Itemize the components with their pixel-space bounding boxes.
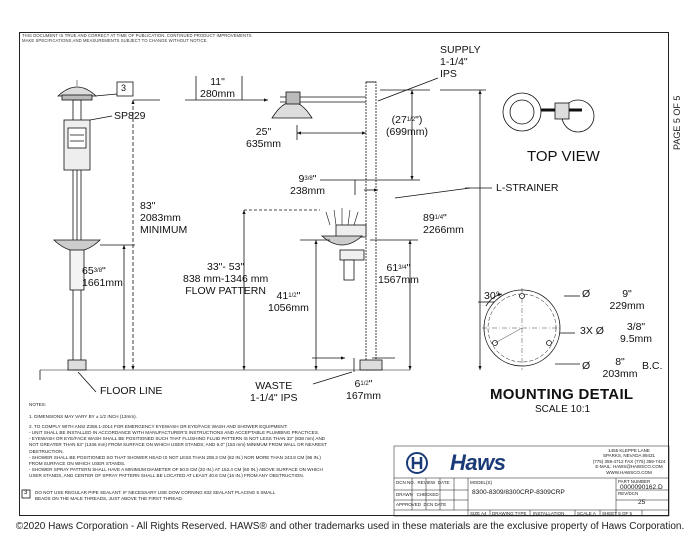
company-address: 1455 KLEPPE LANE SPARKS, NEVADA 89431 (7… <box>592 448 666 475</box>
drawing-type-label: DRAWING TYPE <box>492 511 527 516</box>
mounting-row-2: 3X Ø 3/8"9.5mm <box>580 321 653 345</box>
size-cell: SIZE A4 <box>470 511 487 516</box>
note3-text: DO NOT USE REGULAR PIPE SEALANT. IF NECE… <box>35 490 276 502</box>
haws-logo <box>404 452 434 479</box>
top-view-drawing <box>502 92 595 133</box>
mounting-row-3: Ø 8"203mm B.C. <box>582 356 663 380</box>
supply-label: SUPPLY 1-1/4" IPS <box>440 44 481 80</box>
mounting-angle: 30° <box>484 290 500 302</box>
models-value: 8300-8309/8300CRP-8309CRP <box>472 489 565 496</box>
rev-label: REV/DCN <box>618 491 639 496</box>
dim-11: 11"280mm <box>200 76 236 100</box>
mounting-scale: SCALE 10:1 <box>535 404 591 415</box>
side-elevation-unit <box>271 81 383 371</box>
dim-25: 25"635mm <box>246 126 282 150</box>
dim-6-1-2: 61/2" 167mm <box>346 378 382 402</box>
title-block-lines <box>393 445 670 517</box>
sp829-label: SP829 <box>114 110 146 122</box>
dim-41-1-2: 411/2" 1056mm <box>268 290 309 314</box>
note3-number: 3 <box>24 490 28 496</box>
dim-27-half: (271/2") (699mm) <box>386 114 429 138</box>
mounting-detail-title: MOUNTING DETAIL <box>490 386 634 403</box>
drawing-border <box>19 32 669 516</box>
drawing-type-value: INSTALLATION <box>533 511 565 516</box>
copyright-footer: ©2020 Haws Corporation - All Rights Rese… <box>15 521 685 532</box>
floor-line-label: FLOOR LINE <box>100 385 163 397</box>
tb-small-labels: DCN NO. REVIEW DATE <box>396 480 450 485</box>
tb-small-labels-2: DRAWN CHECKED <box>396 492 439 497</box>
part-number-value: 0000090162.D <box>620 484 663 491</box>
dim-61-3-4: 613/4" 1567mm <box>378 262 419 286</box>
item-balloon: 3 <box>121 83 127 93</box>
waste-label: WASTE 1-1/4" IPS <box>250 380 298 404</box>
dim-9-3-8: 93/8" 238mm <box>290 173 326 197</box>
tb-small-labels-3: APPROVED DCN DATE <box>396 502 447 507</box>
page-label: PAGE 5 OF 5 <box>672 95 682 150</box>
dim-65-3-8: 653/8" 1661mm <box>82 265 123 289</box>
top-view-title: TOP VIEW <box>527 148 600 165</box>
mounting-row-1: Ø 9"229mm <box>582 288 645 312</box>
rev-value: 25 <box>638 499 646 506</box>
front-elevation-unit <box>53 80 101 371</box>
dim-89-1-4: 891/4" 2266mm <box>423 212 464 236</box>
brand-name: Haws <box>450 450 506 475</box>
mounting-detail-drawing <box>478 288 580 370</box>
scale-cell: SCALE A <box>577 511 596 516</box>
l-strainer-label: L-STRAINER <box>496 182 559 194</box>
header-notice: THIS DOCUMENT IS TRUE AND CORRECT AT TIM… <box>22 33 252 43</box>
part-number-label: PART NUMBER <box>618 479 651 484</box>
models-label: MODEL(S) <box>470 480 493 485</box>
sheet-cell: SHEET 5 OF 5 <box>602 511 632 516</box>
notes-block: NOTES: 1. DIMENSIONS MAY VARY BY ± 1/2 I… <box>29 402 327 478</box>
haws-logo-mark <box>406 452 428 474</box>
